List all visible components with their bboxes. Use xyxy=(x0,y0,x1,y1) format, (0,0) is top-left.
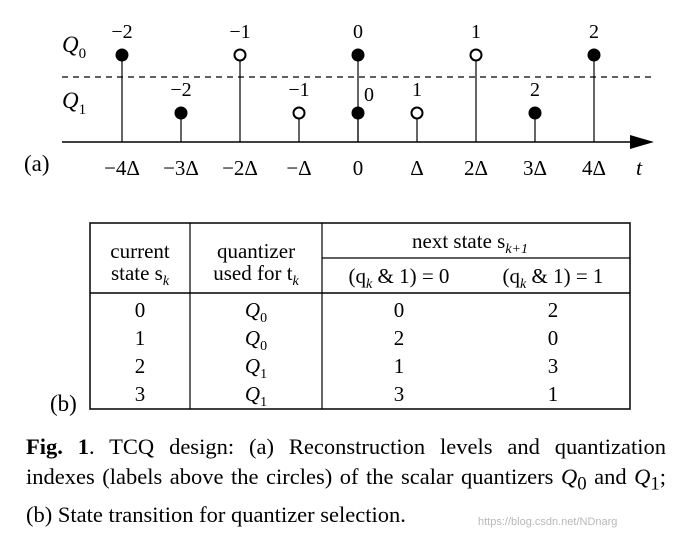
q0-filled-dot xyxy=(115,48,129,62)
cell-state: 2 xyxy=(135,354,146,378)
tick-label: 2Δ xyxy=(464,156,488,180)
cell-next-0: 0 xyxy=(394,298,405,322)
cell-quantizer: Q1 xyxy=(245,354,267,382)
cell-next-0: 2 xyxy=(394,326,405,350)
q1-row-label: Q1 xyxy=(62,88,86,118)
cell-quantizer: Q1 xyxy=(245,382,267,410)
caption-q0-sub: 0 xyxy=(577,473,587,495)
header-cond-1: (qk & 1) = 1 xyxy=(503,264,604,292)
cell-state: 3 xyxy=(135,382,146,406)
q0-open-dot xyxy=(469,48,483,62)
q1-open-dot xyxy=(410,106,424,120)
panel-b-label: (b) xyxy=(50,391,77,416)
tick-label: −3Δ xyxy=(163,156,199,180)
tick-label: 3Δ xyxy=(523,156,547,180)
tick-label: −2Δ xyxy=(222,156,258,180)
q1-index-label: −1 xyxy=(288,79,309,101)
q0-index-label: −2 xyxy=(111,21,132,43)
watermark: https://blog.csdn.net/NDnarg xyxy=(478,516,618,528)
tick-label: Δ xyxy=(410,156,424,180)
cell-next-0: 3 xyxy=(394,382,405,406)
q1-open-dot xyxy=(292,106,306,120)
t-axis-label: t xyxy=(636,155,643,180)
tick-label: 4Δ xyxy=(582,156,606,180)
cell-next-1: 2 xyxy=(548,298,559,322)
q1-index-label: −2 xyxy=(170,79,191,101)
cell-quantizer: Q0 xyxy=(245,326,267,354)
tick-label: −4Δ xyxy=(104,156,140,180)
q0-index-label: 2 xyxy=(589,21,599,43)
q0-filled-dot xyxy=(351,48,365,62)
caption-text-2: ; (b) State transition for quantizer sel… xyxy=(26,464,666,527)
tick-labels: −4Δ −3Δ −2Δ −Δ 0 Δ 2Δ 3Δ 4Δ xyxy=(104,156,606,180)
caption-and: and xyxy=(586,464,635,489)
header-used-for-tk: used for tk xyxy=(213,261,299,289)
header-quantizer: quantizer xyxy=(217,239,295,263)
header-next-state: next state sk+1 xyxy=(412,229,528,257)
cell-state: 0 xyxy=(135,298,146,322)
header-current: current xyxy=(110,239,170,263)
q1-index-label: 2 xyxy=(530,79,540,101)
caption-q1: Q xyxy=(634,464,651,489)
q0-index-label: 1 xyxy=(471,21,481,43)
tick-label: −Δ xyxy=(286,156,311,180)
panel-b-table: (b) current state sk quantizer used for … xyxy=(50,222,631,416)
panel-a-label: (a) xyxy=(24,151,50,176)
q0-open-dot xyxy=(233,48,247,62)
cell-next-1: 3 xyxy=(548,354,559,378)
cell-state: 1 xyxy=(135,326,146,350)
cell-next-1: 0 xyxy=(548,326,559,350)
q0-filled-dot xyxy=(587,48,601,62)
header-cond-0: (qk & 1) = 0 xyxy=(349,264,450,292)
q1-filled-dot xyxy=(351,106,365,120)
t-axis-arrowhead xyxy=(630,135,654,149)
caption-q0: Q xyxy=(560,464,578,489)
header-state-sk: state sk xyxy=(111,261,170,289)
cell-next-1: 1 xyxy=(548,382,559,406)
q1-index-label: 0 xyxy=(364,84,374,106)
q1-filled-dot xyxy=(528,106,542,120)
caption-q1-sub: 1 xyxy=(650,473,660,495)
caption-text-1: . TCQ design: (a) Reconstruction levels … xyxy=(26,434,666,489)
q1-filled-dot xyxy=(174,106,188,120)
figure-caption: Fig. 1. TCQ design: (a) Reconstruction l… xyxy=(26,432,666,530)
table-border xyxy=(89,222,631,410)
tick-label: 0 xyxy=(353,156,364,180)
q0-row-label: Q0 xyxy=(62,32,86,62)
cell-next-0: 1 xyxy=(394,354,405,378)
q1-index-label: 1 xyxy=(412,79,422,101)
q0-index-label: 0 xyxy=(353,21,363,43)
caption-fig-label: Fig. 1 xyxy=(26,434,90,459)
q0-index-label: −1 xyxy=(229,21,250,43)
stems: −2 −1 0 1 2 −2 −1 0 1 2 xyxy=(111,21,601,142)
cell-quantizer: Q0 xyxy=(245,298,267,326)
